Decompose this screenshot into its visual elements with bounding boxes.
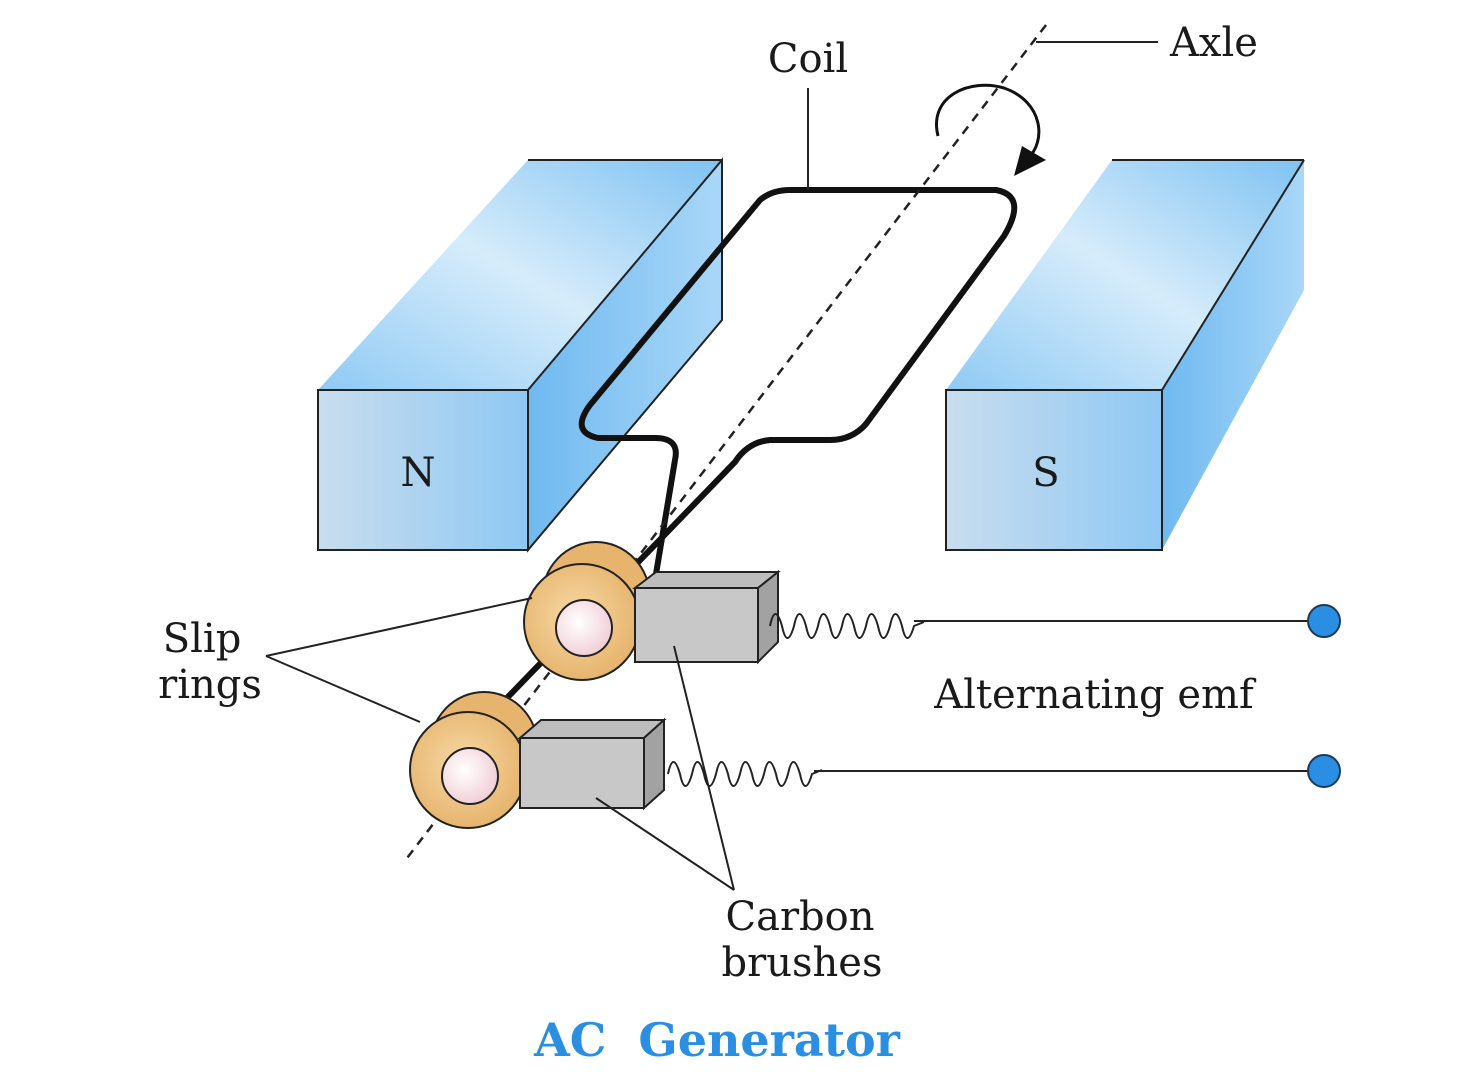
diagram-caption: AC Generator bbox=[533, 1013, 901, 1067]
north-magnet-top bbox=[318, 160, 722, 390]
upper-carbon-brush bbox=[632, 569, 781, 665]
carbon-brushes-label-line1: Carbon bbox=[725, 894, 874, 940]
slip-ring-leader-upper bbox=[265, 597, 533, 657]
north-magnet: N bbox=[317, 157, 723, 553]
upper-slip-ring bbox=[523, 541, 651, 681]
slip-rings-label-line1: Slip bbox=[163, 616, 242, 662]
north-magnet-face bbox=[317, 389, 529, 551]
south-pole-label: S bbox=[1032, 450, 1059, 496]
coil-label: Coil bbox=[768, 36, 848, 82]
brush-leader-lower bbox=[595, 797, 735, 891]
south-magnet-top bbox=[946, 160, 1304, 390]
south-magnet-face bbox=[945, 389, 1163, 551]
axle-label: Axle bbox=[1169, 20, 1258, 66]
lower-spring bbox=[667, 761, 823, 787]
brush-leader-upper bbox=[673, 645, 735, 891]
lower-carbon-brush bbox=[517, 717, 667, 811]
north-pole-label: N bbox=[401, 450, 436, 496]
slip-rings-label-line2: rings bbox=[158, 662, 262, 708]
slip-ring-leader-lower bbox=[265, 655, 421, 723]
carbon-brushes-label-line2: brushes bbox=[722, 940, 883, 986]
alternating-emf-label: Alternating emf bbox=[933, 672, 1257, 718]
south-magnet-side bbox=[1162, 160, 1304, 550]
rotation-arrow-icon bbox=[935, 83, 1046, 176]
south-magnet: S bbox=[945, 159, 1305, 551]
upper-terminal bbox=[1307, 604, 1341, 638]
lower-terminal bbox=[1307, 754, 1341, 788]
upper-spring bbox=[769, 613, 925, 639]
coil-wire bbox=[502, 187, 1018, 703]
lower-slip-ring bbox=[409, 691, 539, 829]
